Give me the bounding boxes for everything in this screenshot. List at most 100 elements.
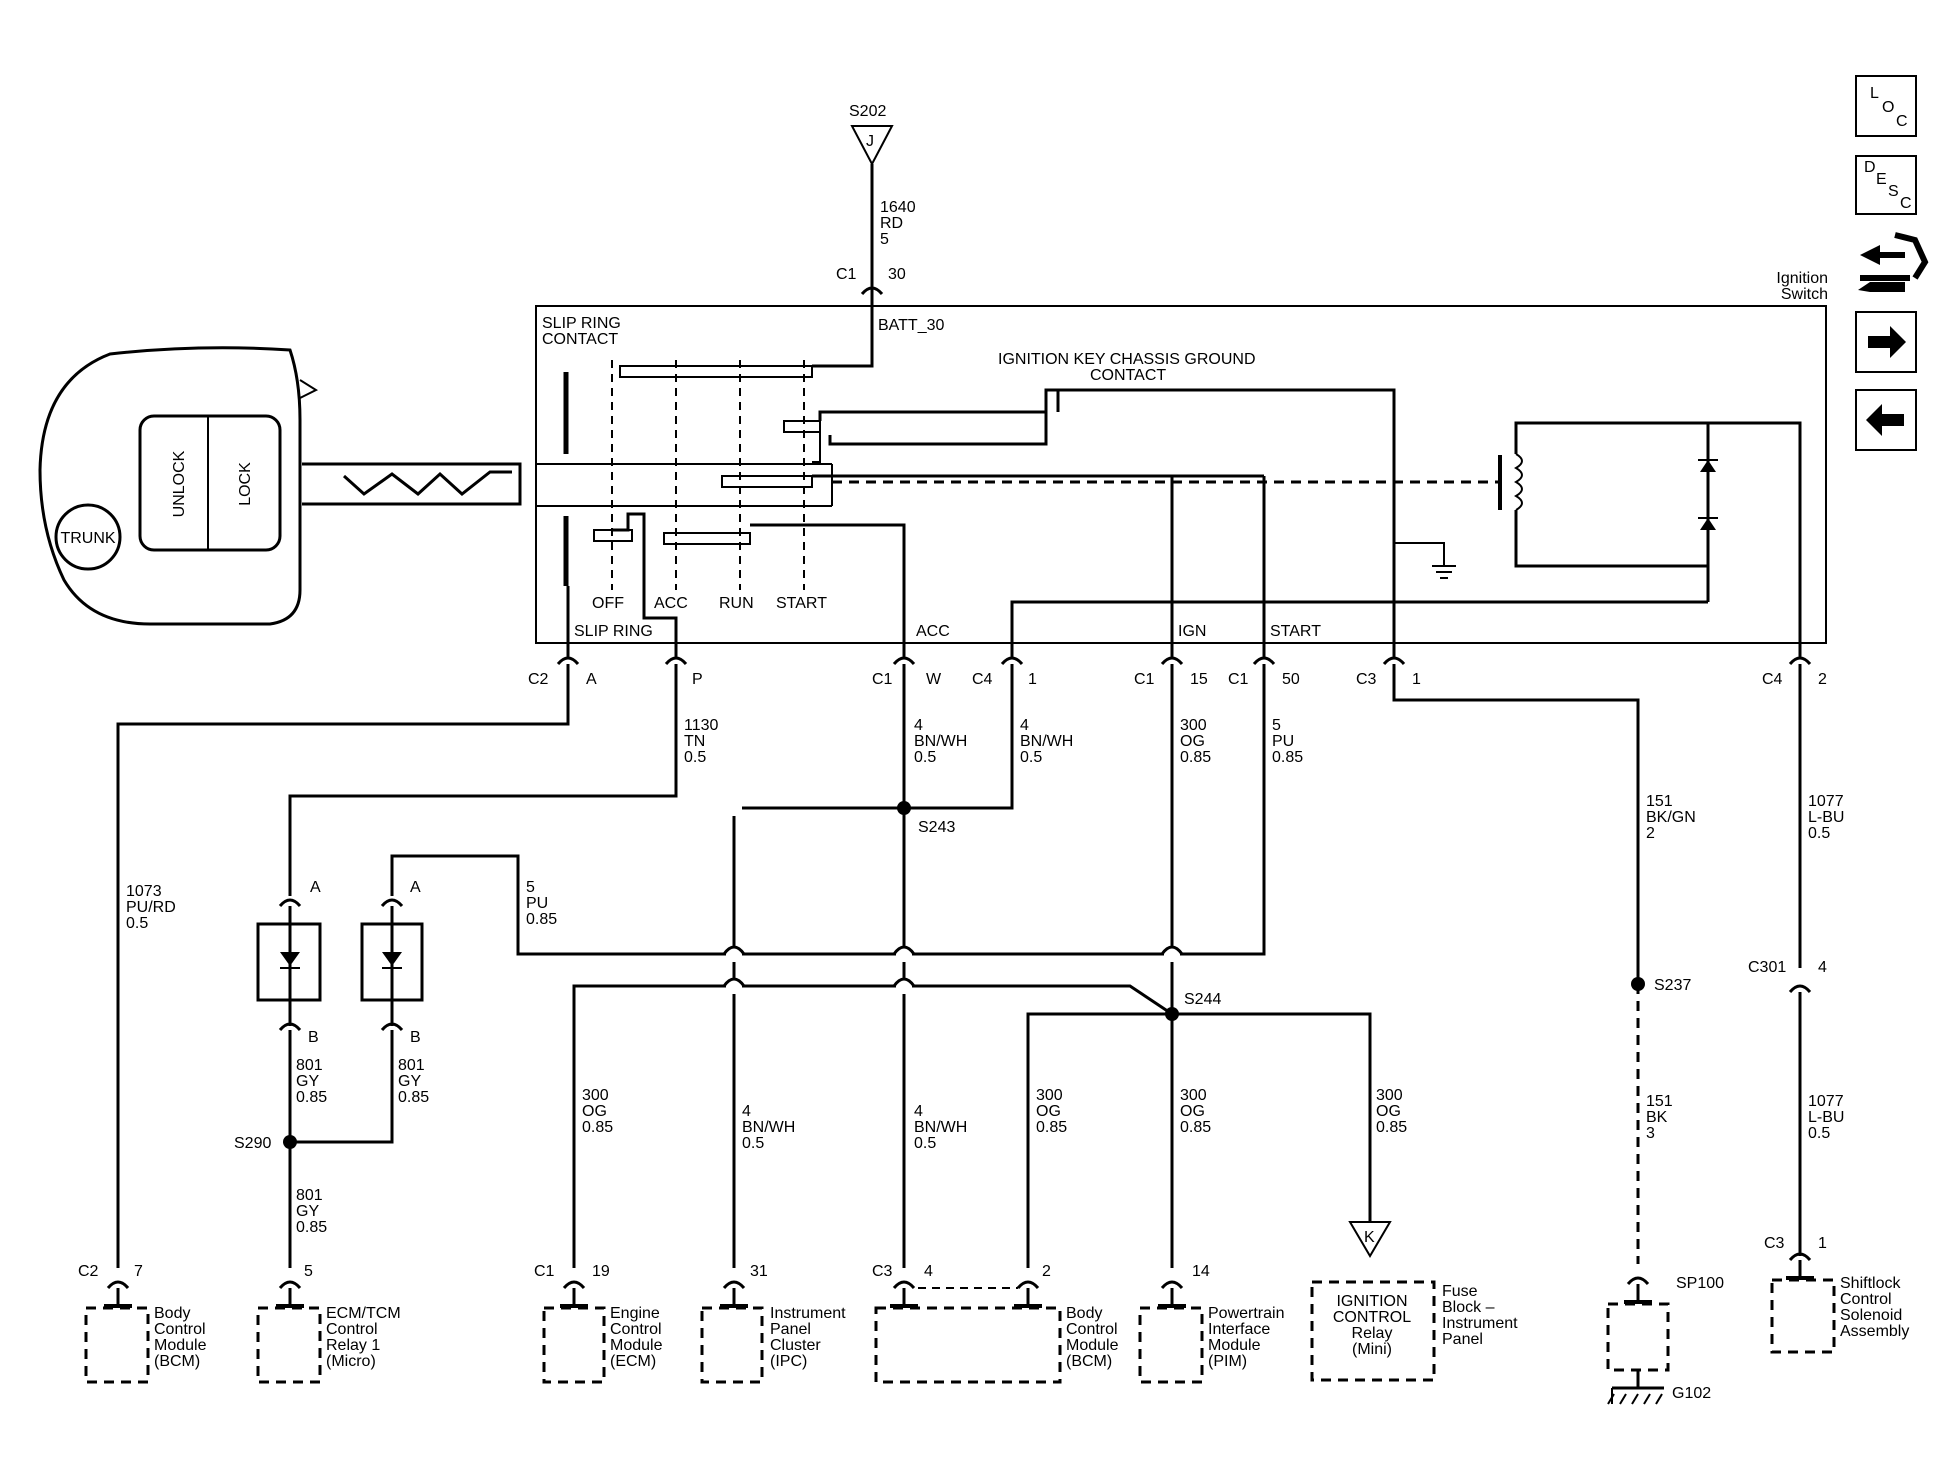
svg-text:0.85: 0.85 [1272,749,1303,766]
svg-text:5: 5 [304,1263,313,1280]
wire-1640-size: 5 [880,231,889,248]
svg-text:Control: Control [610,1321,662,1338]
svg-text:1130: 1130 [684,717,719,734]
svg-text:0.85: 0.85 [1376,1119,1407,1136]
diode-block-1 [256,898,322,1032]
svg-text:0.85: 0.85 [526,911,557,928]
connector-tools-icon[interactable] [1858,232,1929,292]
pin-label-2: 2 [1818,671,1827,688]
svg-text:0.5: 0.5 [1808,825,1830,842]
svg-text:Instrument: Instrument [770,1305,846,1322]
s244-label: S244 [1184,991,1221,1008]
splice-s202-label: S202 [849,103,886,120]
svg-text:Fuse: Fuse [1442,1283,1478,1300]
svg-text:0.5: 0.5 [684,749,706,766]
svg-text:SP100: SP100 [1676,1275,1724,1292]
svg-text:OG: OG [582,1103,607,1120]
pin-label-c2-conn: C2 [528,671,549,688]
svg-text:300: 300 [1180,717,1207,734]
previous-page-arrow-icon[interactable] [1855,389,1917,451]
svg-text:OG: OG [1036,1103,1061,1120]
svg-text:0.5: 0.5 [126,915,148,932]
description-button[interactable]: D E S C [1855,155,1917,215]
splice-s243 [897,801,911,815]
svg-text:0.85: 0.85 [296,1219,327,1236]
svg-text:5: 5 [1272,717,1281,734]
svg-text:PU: PU [526,895,548,912]
diode-block-2 [360,898,424,1032]
output-slip-ring-label: SLIP RING [574,623,653,640]
pin-label-c1-15-conn: C1 [1134,671,1155,688]
svg-text:C2: C2 [78,1263,99,1280]
svg-text:(Micro): (Micro) [326,1353,376,1370]
svg-text:801: 801 [296,1187,323,1204]
svg-text:PU/RD: PU/RD [126,899,176,916]
component-ignition-control-relay[interactable]: IGNITION CONTROL Relay (Mini) FuseBlock … [1310,1280,1518,1382]
svg-text:GY: GY [296,1073,319,1090]
svg-text:0.85: 0.85 [582,1119,613,1136]
pin-label-1: 1 [1028,671,1037,688]
batt-30-label: BATT_30 [878,317,945,334]
svg-text:Assembly: Assembly [1840,1323,1909,1340]
svg-text:Shiftlock: Shiftlock [1840,1275,1901,1292]
svg-text:BK/GN: BK/GN [1646,809,1696,826]
c301-connector-label: C301 [1748,959,1786,976]
pin-label-c4-2-conn: C4 [1762,671,1783,688]
svg-text:2: 2 [1646,825,1655,842]
next-page-arrow-icon[interactable] [1855,311,1917,373]
svg-text:TN: TN [684,733,705,750]
svg-text:GY: GY [398,1073,421,1090]
svg-text:Body: Body [1066,1305,1102,1322]
svg-text:(Mini): (Mini) [1352,1341,1392,1358]
component-ground-g102[interactable]: SP100 G102 [1606,1275,1724,1405]
svg-text:0.5: 0.5 [1808,1125,1830,1142]
svg-text:151: 151 [1646,1093,1673,1110]
svg-text:0.5: 0.5 [914,1135,936,1152]
svg-text:C3: C3 [1764,1235,1785,1252]
diode-1-a-label: A [310,879,321,896]
svg-text:300: 300 [582,1087,609,1104]
trunk-button-label: TRUNK [60,530,115,547]
svg-text:Relay 1: Relay 1 [326,1337,380,1354]
svg-text:CONTROL: CONTROL [1333,1309,1411,1326]
svg-text:(BCM): (BCM) [154,1353,200,1370]
svg-text:(ECM): (ECM) [610,1353,656,1370]
position-start-label: START [776,595,827,612]
splice-letter-label: J [866,133,874,150]
svg-text:Module: Module [610,1337,663,1354]
loc-letter-c: C [1896,113,1908,130]
svg-text:1077: 1077 [1808,793,1844,810]
pin-label-c3-conn: C3 [1356,671,1377,688]
svg-text:1073: 1073 [126,883,162,900]
svg-text:Panel: Panel [1442,1331,1483,1348]
svg-text:Panel: Panel [770,1321,811,1338]
svg-text:0.85: 0.85 [1036,1119,1067,1136]
c301-pin-label: 4 [1818,959,1827,976]
svg-text:31: 31 [750,1263,768,1280]
svg-text:(BCM): (BCM) [1066,1353,1112,1370]
svg-text:801: 801 [398,1057,425,1074]
svg-text:0.85: 0.85 [398,1089,429,1106]
connector-k-symbol [1348,1221,1392,1258]
svg-text:BK: BK [1646,1109,1668,1126]
unlock-button-label: UNLOCK [171,450,188,517]
svg-text:14: 14 [1192,1263,1210,1280]
svg-text:Instrument: Instrument [1442,1315,1518,1332]
position-acc-label: ACC [654,595,688,612]
splice-pack-symbol [850,125,894,167]
diode-2-b-label: B [410,1029,421,1046]
svg-text:BN/WH: BN/WH [1020,733,1073,750]
slip-ring-contact-label-1: SLIP RING [542,315,621,332]
location-button[interactable]: L O C [1855,75,1917,137]
pin-label-a: A [586,671,597,688]
splice-s237 [1631,977,1645,991]
svg-text:G102: G102 [1672,1385,1711,1402]
